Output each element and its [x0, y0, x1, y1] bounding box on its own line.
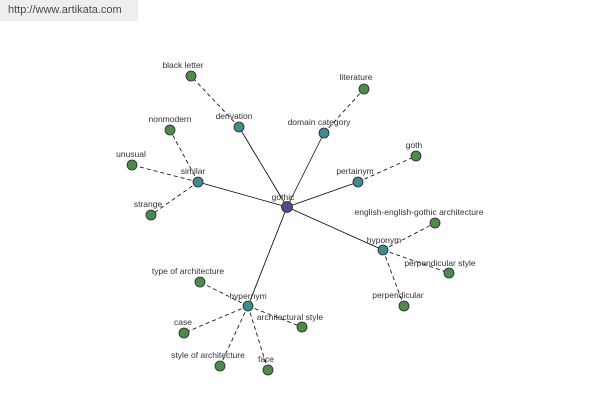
node-nonmodern-dot	[164, 124, 176, 136]
node-derivation-dot	[233, 121, 245, 133]
watermark-url: http://www.artikata.com	[8, 4, 122, 16]
node-style-of-architecture-dot	[214, 360, 226, 372]
node-architectural-style-label: architectural style	[257, 312, 323, 322]
node-hypernym-dot	[242, 300, 254, 312]
node-face-label: face	[258, 354, 274, 364]
node-hyponym[interactable]: hyponym	[367, 235, 402, 256]
node-style-of-architecture[interactable]: style of architecture	[171, 350, 245, 372]
node-perpendicular-style-label: perpendicular style	[404, 258, 476, 268]
node-hypernym[interactable]: hypernym	[229, 291, 267, 312]
node-goth[interactable]: goth	[406, 140, 423, 162]
edge-similar-strange	[150, 181, 199, 216]
edge-gothic-similar	[197, 181, 288, 208]
edge-gothic-domain-category	[286, 132, 325, 208]
edge-hypernym-architectural-style	[247, 305, 303, 328]
node-english-gothic-architecture-label: english-english-gothic architecture	[355, 207, 484, 217]
node-face[interactable]: face	[258, 354, 274, 376]
node-black-letter-dot	[185, 70, 197, 82]
term-edges	[131, 75, 450, 371]
node-architectural-style-dot	[296, 321, 308, 333]
node-literature[interactable]: literature	[339, 72, 373, 95]
node-nonmodern-label: nonmodern	[148, 114, 191, 124]
node-goth-dot	[410, 150, 422, 162]
node-perpendicular-dot	[398, 300, 410, 312]
edge-derivation-black-letter	[190, 75, 240, 128]
node-nonmodern[interactable]: nonmodern	[148, 114, 192, 136]
node-black-letter[interactable]: black letter	[162, 60, 204, 82]
node-perpendicular-style[interactable]: perpendicular style	[404, 258, 476, 279]
node-literature-label: literature	[339, 72, 372, 82]
edge-gothic-hypernym	[247, 206, 288, 307]
edge-similar-nonmodern	[169, 129, 199, 183]
node-pertainym[interactable]: pertainym	[336, 166, 374, 188]
node-pertainym-label: pertainym	[336, 166, 373, 176]
edge-similar-unusual	[131, 164, 199, 183]
node-derivation-label: derivation	[216, 111, 253, 121]
node-case-label: case	[174, 317, 192, 327]
node-strange-dot	[145, 209, 157, 221]
node-domain-category-label: domain category	[288, 117, 352, 127]
node-strange-label: strange	[134, 199, 163, 209]
node-strange[interactable]: strange	[134, 199, 163, 221]
edge-gothic-pertainym	[286, 181, 359, 208]
node-similar-dot	[192, 176, 204, 188]
node-domain-category[interactable]: domain category	[288, 117, 352, 139]
node-gothic-label: gothic	[272, 192, 295, 202]
node-hyponym-dot	[377, 244, 389, 256]
node-hyponym-label: hyponym	[367, 235, 402, 245]
node-english-gothic-architecture[interactable]: english-english-gothic architecture	[355, 207, 484, 229]
node-face-dot	[262, 364, 274, 376]
node-unusual-label: unusual	[116, 149, 146, 159]
edge-hyponym-perpendicular	[382, 249, 405, 307]
edge-hypernym-case	[183, 305, 249, 334]
node-black-letter-label: black letter	[162, 60, 203, 70]
node-english-gothic-architecture-dot	[429, 217, 441, 229]
node-unusual-dot	[126, 159, 138, 171]
node-derivation[interactable]: derivation	[216, 111, 253, 133]
node-case-dot	[178, 327, 190, 339]
edge-domain-category-literature	[323, 88, 365, 134]
edge-hyponym-english-gothic-architecture	[382, 222, 436, 251]
node-perpendicular-label: perpendicular	[372, 290, 424, 300]
node-type-of-architecture-dot	[194, 276, 206, 288]
node-style-of-architecture-label: style of architecture	[171, 350, 245, 360]
relation-edges	[197, 126, 384, 307]
node-perpendicular[interactable]: perpendicular	[372, 290, 424, 312]
node-gothic-dot	[281, 201, 293, 213]
node-perpendicular-style-dot	[443, 267, 455, 279]
node-goth-label: goth	[406, 140, 423, 150]
node-architectural-style[interactable]: architectural style	[257, 312, 323, 333]
node-pertainym-dot	[352, 176, 364, 188]
node-literature-dot	[358, 83, 370, 95]
edge-hypernym-type-of-architecture	[199, 281, 249, 307]
watermark-banner: http://www.artikata.com	[0, 0, 138, 21]
node-gothic[interactable]: gothic	[272, 192, 295, 213]
edge-hyponym-perpendicular-style	[382, 249, 450, 274]
edge-gothic-hyponym	[286, 206, 384, 251]
edge-gothic-derivation	[238, 126, 288, 208]
node-type-of-architecture[interactable]: type of architecture	[152, 266, 225, 288]
edge-pertainym-goth	[357, 155, 417, 183]
node-case[interactable]: case	[174, 317, 192, 339]
node-similar[interactable]: similar	[181, 166, 206, 188]
node-type-of-architecture-label: type of architecture	[152, 266, 225, 276]
node-similar-label: similar	[181, 166, 206, 176]
node-hypernym-label: hypernym	[229, 291, 266, 301]
node-domain-category-dot	[318, 127, 330, 139]
node-unusual[interactable]: unusual	[116, 149, 146, 171]
